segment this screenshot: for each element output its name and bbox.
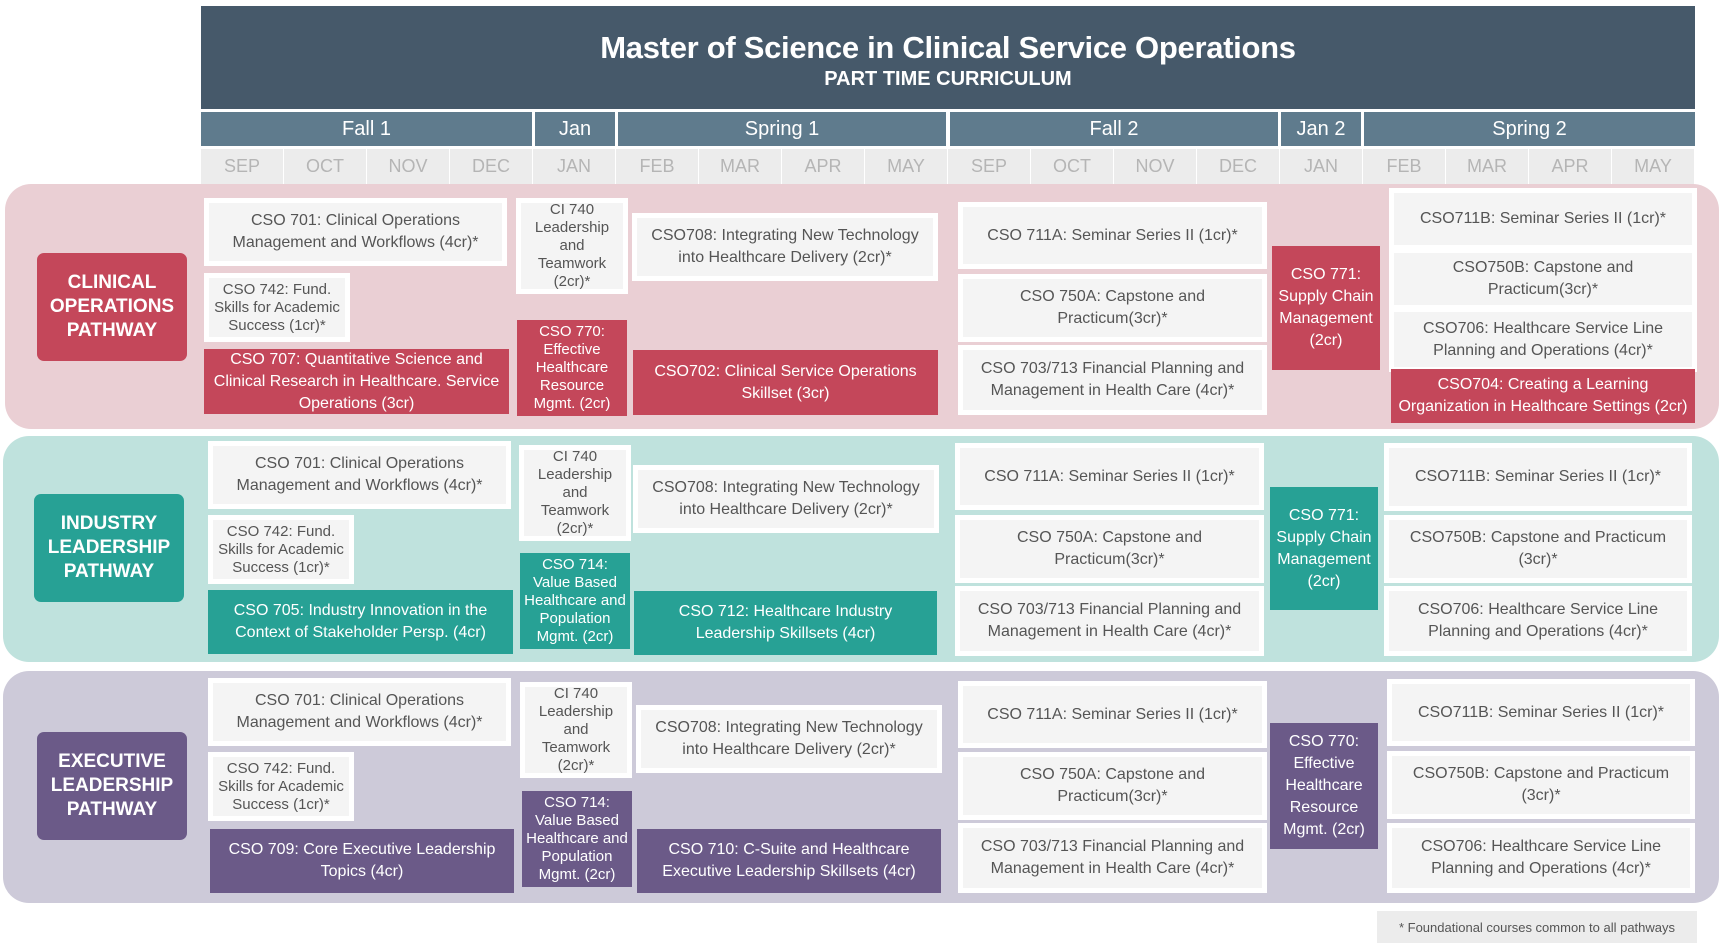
course-cso711a: CSO 711A: Seminar Series II (1cr)* — [958, 202, 1267, 269]
course-ci740: CI 740 Leadership and Teamwork (2cr)* — [520, 682, 632, 778]
course-cso770: CSO 770: Effective Healthcare Resource M… — [1270, 723, 1378, 849]
footnote: * Foundational courses common to all pat… — [1377, 911, 1697, 943]
month-header: NOV — [1114, 149, 1197, 184]
course-cso750a: CSO 750A: Capstone and Practicum(3cr)* — [955, 515, 1264, 583]
term-fall-1: Fall 1 — [201, 112, 532, 146]
course-cso708: CSO708: Integrating New Technology into … — [633, 465, 939, 533]
course-cso714: CSO 714: Value Based Healthcare and Popu… — [522, 791, 632, 887]
course-ci740: CI 740 Leadership and Teamwork (2cr)* — [519, 445, 631, 541]
month-header: FEB — [616, 149, 699, 184]
term-jan: Jan — [535, 112, 615, 146]
month-header: FEB — [1363, 149, 1446, 184]
course-cso742: CSO 742: Fund. Skills for Academic Succe… — [208, 752, 354, 821]
course-cso709: CSO 709: Core Executive Leadership Topic… — [210, 829, 514, 893]
course-cso701: CSO 701: Clinical Operations Management … — [208, 678, 511, 746]
month-header: MAR — [1446, 149, 1529, 184]
course-cso706: CSO706: Healthcare Service Line Planning… — [1384, 586, 1692, 656]
month-header: APR — [1529, 149, 1612, 184]
month-header: JAN — [1280, 149, 1363, 184]
month-header: OCT — [284, 149, 367, 184]
month-header: MAY — [1612, 149, 1695, 184]
course-cso711a: CSO 711A: Seminar Series II (1cr)* — [958, 681, 1267, 748]
course-cso750b: CSO750B: Capstone and Practicum (3cr)* — [1387, 751, 1695, 819]
course-cso750a: CSO 750A: Capstone and Practicum(3cr)* — [958, 752, 1267, 820]
term-spring-2: Spring 2 — [1364, 112, 1695, 146]
course-cso712: CSO 712: Healthcare Industry Leadership … — [634, 591, 937, 655]
course-cso711a: CSO 711A: Seminar Series II (1cr)* — [955, 443, 1264, 510]
course-cso703: CSO 703/713 Financial Planning and Manag… — [958, 345, 1267, 415]
course-cso703: CSO 703/713 Financial Planning and Manag… — [955, 586, 1264, 656]
course-cso742: CSO 742: Fund. Skills for Academic Succe… — [204, 273, 350, 342]
page-title: Master of Science in Clinical Service Op… — [600, 30, 1296, 65]
course-cso711b: CSO711B: Seminar Series II (1cr)* — [1389, 188, 1697, 250]
course-cso771: CSO 771: Supply Chain Management (2cr) — [1272, 246, 1380, 370]
course-ci740: CI 740 Leadership and Teamwork (2cr)* — [516, 198, 628, 294]
month-header: SEP — [948, 149, 1031, 184]
course-cso771: CSO 771: Supply Chain Management (2cr) — [1270, 487, 1378, 610]
course-cso708: CSO708: Integrating New Technology into … — [636, 705, 942, 773]
month-header: MAY — [865, 149, 948, 184]
industry-pathway-label: INDUSTRY LEADERSHIP PATHWAY — [34, 494, 184, 602]
course-cso703: CSO 703/713 Financial Planning and Manag… — [958, 823, 1267, 893]
course-cso770: CSO 770: Effective Healthcare Resource M… — [517, 320, 627, 416]
clinical-pathway-label: CLINICAL OPERATIONS PATHWAY — [37, 253, 187, 361]
course-cso707: CSO 707: Quantitative Science and Clinic… — [204, 349, 509, 414]
course-cso714: CSO 714: Value Based Healthcare and Popu… — [520, 553, 630, 649]
month-header: DEC — [450, 149, 533, 184]
course-cso710: CSO 710: C-Suite and Healthcare Executiv… — [637, 829, 941, 893]
month-header: MAR — [699, 149, 782, 184]
course-cso702: CSO702: Clinical Service Operations Skil… — [633, 350, 938, 415]
month-header: DEC — [1197, 149, 1280, 184]
course-cso706: CSO706: Healthcare Service Line Planning… — [1389, 307, 1697, 372]
course-cso701: CSO 701: Clinical Operations Management … — [204, 198, 507, 266]
course-cso742: CSO 742: Fund. Skills for Academic Succe… — [208, 515, 354, 584]
course-cso705: CSO 705: Industry Innovation in the Cont… — [208, 590, 513, 654]
course-cso708: CSO708: Integrating New Technology into … — [632, 213, 938, 281]
course-cso706: CSO706: Healthcare Service Line Planning… — [1387, 823, 1695, 893]
month-header: OCT — [1031, 149, 1114, 184]
course-cso750a: CSO 750A: Capstone and Practicum(3cr)* — [958, 274, 1267, 342]
month-header: SEP — [201, 149, 284, 184]
course-cso704: CSO704: Creating a Learning Organization… — [1391, 369, 1695, 423]
course-cso711b: CSO711B: Seminar Series II (1cr)* — [1387, 679, 1695, 746]
course-cso701: CSO 701: Clinical Operations Management … — [208, 441, 511, 509]
curriculum-header: Master of Science in Clinical Service Op… — [201, 6, 1695, 109]
course-cso711b: CSO711B: Seminar Series II (1cr)* — [1384, 443, 1692, 511]
course-cso750b: CSO750B: Capstone and Practicum(3cr)* — [1389, 248, 1697, 310]
term-jan-2: Jan 2 — [1281, 112, 1361, 146]
executive-pathway-label: EXECUTIVE LEADERSHIP PATHWAY — [37, 732, 187, 840]
month-header: JAN — [533, 149, 616, 184]
course-cso750b: CSO750B: Capstone and Practicum (3cr)* — [1384, 515, 1692, 583]
month-header: APR — [782, 149, 865, 184]
term-fall-2: Fall 2 — [950, 112, 1278, 146]
month-header: NOV — [367, 149, 450, 184]
page-subtitle: PART TIME CURRICULUM — [824, 68, 1072, 90]
term-spring-1: Spring 1 — [618, 112, 946, 146]
